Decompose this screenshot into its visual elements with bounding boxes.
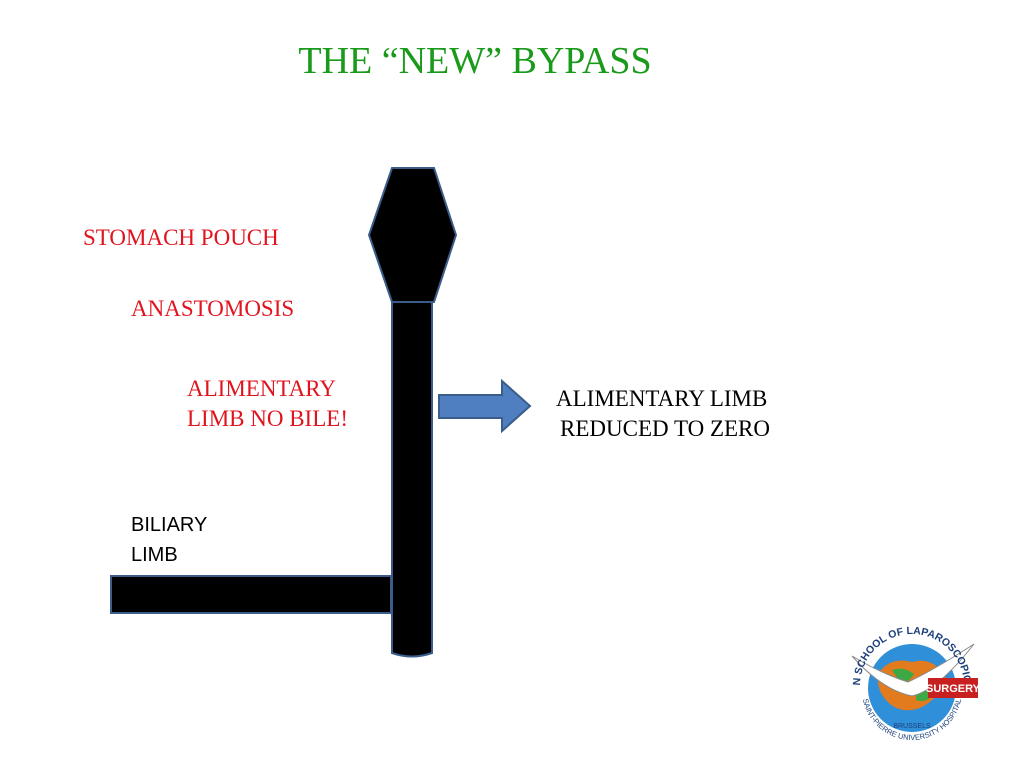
alimentary-reduced-line-1: ALIMENTARY LIMB: [556, 386, 768, 411]
school-logo: EUROPEAN SCHOOL OF LAPAROSCOPIC SURGERY …: [842, 604, 981, 742]
stomach-pouch-label: STOMACH POUCH: [83, 225, 279, 250]
stomach-pouch-shape: [367, 167, 458, 303]
logo-city-text: BRUSSELS: [893, 723, 931, 730]
biliary-limb-label: BILIARY LIMB: [131, 510, 207, 570]
dove-icon: [851, 643, 975, 697]
alimentary-no-bile-label: ALIMENTARY LIMB NO BILE!: [187, 374, 348, 434]
alimentary-reduced-label: ALIMENTARY LIMB REDUCED TO ZERO: [556, 384, 770, 444]
anastomosis-label: ANASTOMOSIS: [131, 296, 295, 321]
right-arrow-shape: [438, 378, 532, 434]
alimentary-reduced-line-2: REDUCED TO ZERO: [560, 416, 770, 441]
biliary-limb-line-1: BILIARY: [131, 514, 208, 536]
biliary-limb-line-2: LIMB: [131, 544, 178, 566]
slide-title: THE “NEW” BYPASS: [298, 40, 652, 82]
alimentary-no-bile-line-2: LIMB NO BILE!: [187, 406, 348, 431]
logo-badge-text: SURGERY: [926, 683, 981, 695]
biliary-limb-shape: [110, 575, 392, 614]
logo-badge: [928, 678, 978, 698]
land-green-shape: [892, 668, 914, 683]
alimentary-no-bile-line-1: ALIMENTARY: [187, 376, 336, 401]
alimentary-limb-shape: [391, 301, 433, 658]
